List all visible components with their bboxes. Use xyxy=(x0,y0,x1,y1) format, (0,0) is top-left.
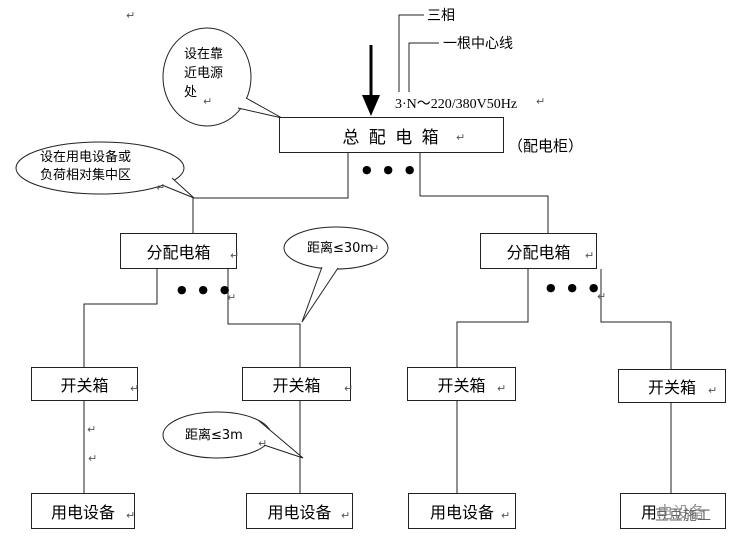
near-source-note: 设在靠 近电源 处 xyxy=(184,47,224,100)
switch-box-2: 开关箱 xyxy=(242,367,351,401)
para-mark: ↵ xyxy=(501,509,511,522)
bubble-near-source-tail xyxy=(237,97,283,119)
para-mark: ↵ xyxy=(497,382,507,395)
para-mark: ↵ xyxy=(156,181,166,194)
three-phase-leader xyxy=(398,14,424,92)
voltage-label: 3·N～220/380V50Hz xyxy=(395,97,518,112)
para-mark: ↵ xyxy=(258,437,268,450)
para-mark: ↵ xyxy=(597,290,607,303)
equipment-3: 用电设备 xyxy=(408,493,516,529)
para-mark: ↵ xyxy=(341,509,351,522)
more-main-branches: ● ● ● xyxy=(362,163,419,176)
para-mark: ↵ xyxy=(126,9,136,22)
bubble-near-load xyxy=(15,141,185,195)
para-mark: ↵ xyxy=(585,249,595,262)
watermark-text: 豆豆施工 xyxy=(655,505,711,525)
switch-box-1: 开关箱 xyxy=(31,367,138,401)
equipment-2: 用电设备 xyxy=(246,493,353,529)
main-distribution-box: 总 配 电 箱 xyxy=(279,117,504,153)
bubble-3m-tail xyxy=(257,419,304,459)
para-mark: ↵ xyxy=(227,291,237,304)
bubble-30m-tail xyxy=(301,266,339,323)
more-left-branches: ● ● ● xyxy=(177,283,234,296)
left-sub-distribution-box: 分配电箱 xyxy=(120,233,237,269)
distance-3m-note: 距离≤3m xyxy=(185,428,243,443)
para-mark: ↵ xyxy=(87,423,97,436)
supply-arrow-head xyxy=(362,95,380,116)
right-sub-distribution-box: 分配电箱 xyxy=(480,233,597,269)
para-mark: ↵ xyxy=(344,382,354,395)
distribution-cabinet-label: （配电柜） xyxy=(508,137,584,155)
switch-box-3: 开关箱 xyxy=(407,367,516,401)
three-phase-label: 三相 xyxy=(427,8,455,24)
para-mark: ↵ xyxy=(370,242,380,255)
switch-box-4: 开关箱 xyxy=(618,369,726,403)
para-mark: ↵ xyxy=(130,382,140,395)
para-mark: ↵ xyxy=(126,509,136,522)
para-mark: ↵ xyxy=(456,131,466,144)
para-mark: ↵ xyxy=(230,249,240,262)
neutral-line-label: 一根中心线 xyxy=(443,36,513,52)
bubble-near-source xyxy=(162,27,252,127)
para-mark: ↵ xyxy=(88,452,98,465)
para-mark: ↵ xyxy=(536,95,546,108)
neutral-leader xyxy=(408,42,439,92)
para-mark: ↵ xyxy=(203,95,213,108)
equipment-1: 用电设备 xyxy=(31,493,135,529)
near-load-note: 设在用电设备或 负荷相对集中区 xyxy=(40,150,132,183)
more-right-branches: ● ● ● xyxy=(546,281,603,294)
para-mark: ↵ xyxy=(708,384,718,397)
distance-30m-note: 距离≤30m xyxy=(307,241,374,256)
